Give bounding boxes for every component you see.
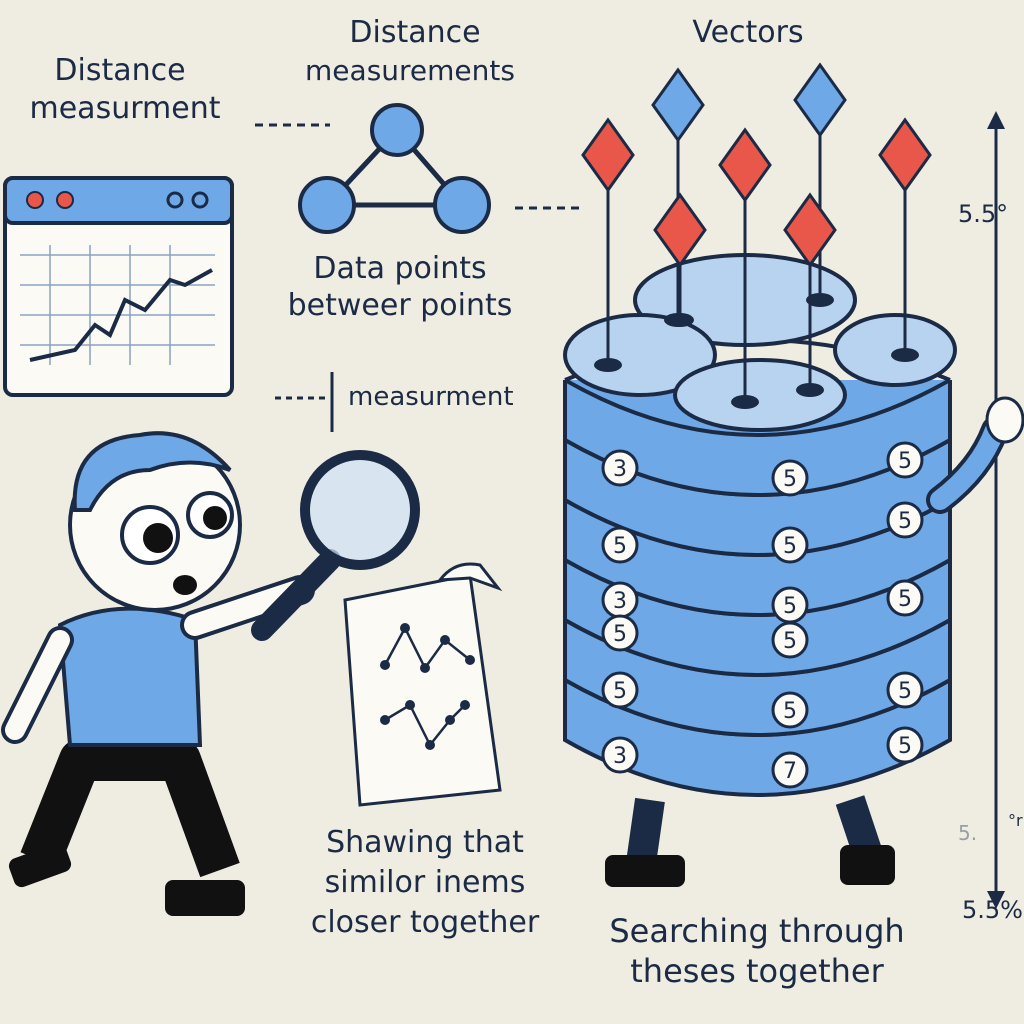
database-badge: 5 [771, 621, 809, 659]
showing-label-line2: similor inems [325, 865, 526, 900]
angle-mid-suffix: °r [1008, 811, 1023, 830]
badge-value: 5 [783, 629, 797, 654]
vector-arrow-icon [653, 192, 707, 327]
vector-arrow-icon [878, 117, 932, 362]
angle-top-label: 5.5° [958, 200, 1008, 228]
angle-mid-label: 5. [958, 821, 977, 845]
database-shoe-left [605, 855, 685, 887]
angle-bottom-label: 5.5% [962, 896, 1023, 924]
database-badge: 5 [886, 671, 924, 709]
vector-arrow-icon [783, 192, 837, 397]
database-badge: 5 [601, 671, 639, 709]
data-points-graph-icon [298, 103, 491, 234]
magnifying-glass-icon [251, 450, 420, 641]
database-badge: 5 [886, 441, 924, 479]
badge-value: 5 [898, 587, 912, 612]
distance-measurement-label-line1: Distance [54, 53, 185, 88]
badge-value: 3 [613, 457, 627, 482]
badge-value: 5 [898, 509, 912, 534]
database-badge: 3 [601, 581, 639, 619]
badge-value: 5 [783, 699, 797, 724]
vector-arrow-icon [793, 62, 847, 307]
vector-arrow-icon [718, 127, 772, 409]
showing-label-line3: closer together [311, 905, 540, 940]
vector-database-icon: 3 5 3 5 5 3 5 5 5 5 5 7 5 5 5 5 5 [563, 62, 1024, 887]
badge-value: 5 [898, 734, 912, 759]
badge-value: 5 [898, 449, 912, 474]
database-badge: 5 [886, 501, 924, 539]
badge-value: 5 [783, 534, 797, 559]
database-badge: 7 [771, 751, 809, 789]
vectors-label: Vectors [692, 15, 803, 50]
badge-value: 5 [898, 679, 912, 704]
badge-value: 5 [613, 679, 627, 704]
graph-paper-icon [343, 562, 503, 807]
measurement-marker-icon [275, 372, 334, 432]
distance-measurements-label-line1: Distance [349, 15, 480, 50]
chart-window-icon [3, 176, 234, 397]
database-badge: 5 [601, 526, 639, 564]
database-badge: 5 [771, 526, 809, 564]
database-badge: 5 [771, 586, 809, 624]
database-badge: 5 [771, 691, 809, 729]
database-badge: 5 [886, 726, 924, 764]
vector-arrow-icon [581, 117, 635, 372]
database-badge: 3 [601, 449, 639, 487]
measurement-label: measurment [348, 382, 514, 412]
data-points-label-line1: Data points [313, 251, 486, 286]
badge-value: 3 [613, 589, 627, 614]
badge-value: 3 [613, 744, 627, 769]
badge-value: 5 [613, 622, 627, 647]
person-character [1, 431, 315, 916]
database-badge: 5 [886, 579, 924, 617]
database-badge: 3 [601, 736, 639, 774]
badge-value: 7 [783, 759, 797, 784]
database-hand [985, 396, 1024, 444]
badge-value: 5 [613, 534, 627, 559]
distance-measurement-label-line2: measurment [30, 91, 221, 126]
database-badge: 5 [601, 614, 639, 652]
badge-value: 5 [783, 594, 797, 619]
distance-measurements-label-line2: measurements [305, 54, 515, 87]
database-badge: 5 [771, 459, 809, 497]
badge-value: 5 [783, 467, 797, 492]
data-points-label-line2: betweer points [288, 288, 513, 323]
showing-label-line1: Shawing that [326, 825, 524, 860]
searching-label-line2: theses together [630, 952, 884, 990]
searching-label-line1: Searching through [609, 912, 904, 950]
database-shoe-right [840, 845, 895, 885]
